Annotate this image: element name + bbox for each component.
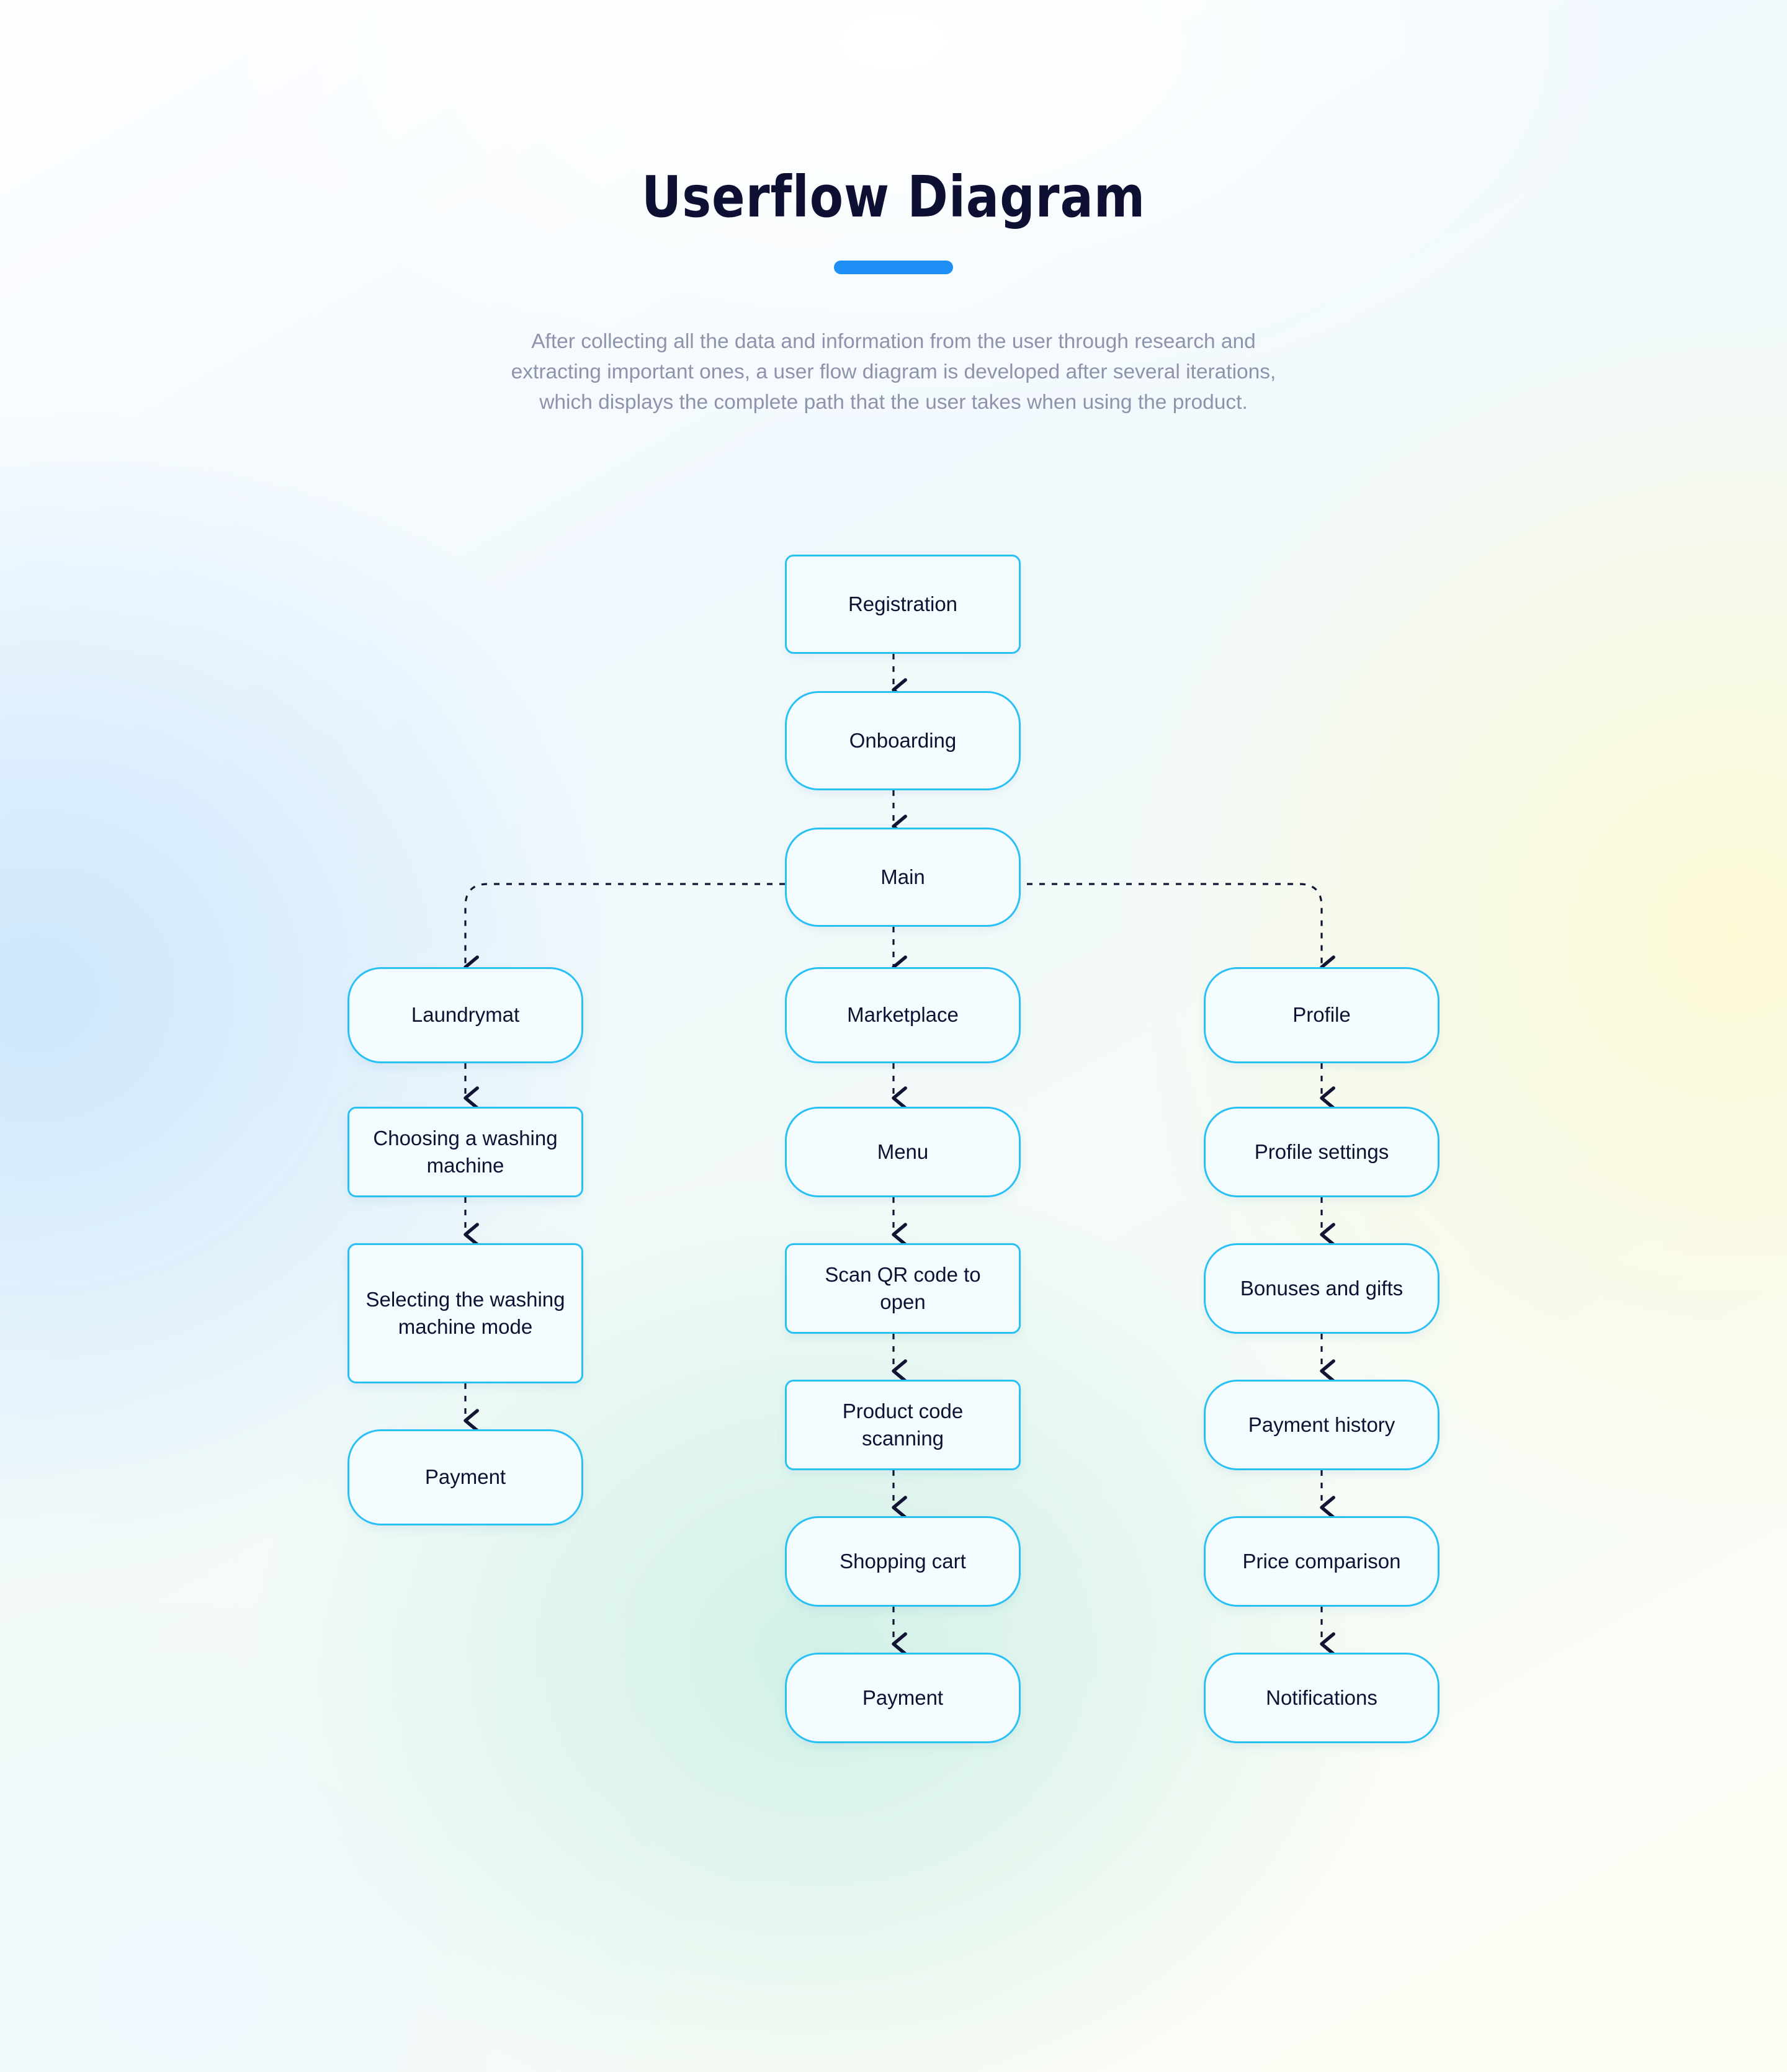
node-payment-left[interactable]: Payment <box>347 1429 583 1525</box>
node-label: Main <box>880 865 925 888</box>
page-title: Userflow Diagram <box>641 164 1146 230</box>
node-label: Profile settings <box>1254 1140 1389 1163</box>
edge-main-profile <box>1002 883 1335 979</box>
node-label: Laundrymat <box>411 1003 520 1027</box>
node-bonuses-and-gifts[interactable]: Bonuses and gifts <box>1204 1243 1440 1334</box>
node-label: Bonuses and gifts <box>1240 1276 1404 1300</box>
page-header: Userflow Diagram After collecting all th… <box>0 0 1787 418</box>
node-marketplace[interactable]: Marketplace <box>785 967 1021 1063</box>
edge-main-laundrymat <box>464 883 785 979</box>
node-registration[interactable]: Registration <box>785 555 1021 654</box>
node-label: Scan QR code to open <box>825 1262 981 1313</box>
node-label: Shopping cart <box>840 1549 966 1573</box>
node-label: Notifications <box>1266 1686 1377 1709</box>
node-label: Product code scanning <box>842 1399 964 1450</box>
node-label: Payment <box>862 1686 944 1709</box>
node-label: Registration <box>848 592 958 615</box>
title-underline-accent <box>834 261 953 274</box>
node-label: Payment <box>424 1465 506 1489</box>
node-label: Profile <box>1292 1003 1351 1027</box>
node-label: Price comparison <box>1242 1549 1401 1573</box>
node-onboarding[interactable]: Onboarding <box>785 691 1021 790</box>
node-label: Payment history <box>1248 1413 1395 1436</box>
intro-paragraph: After collecting all the data and inform… <box>511 330 1276 414</box>
node-shopping-cart[interactable]: Shopping cart <box>785 1516 1021 1607</box>
node-label: Marketplace <box>847 1003 959 1027</box>
node-scan-qr-code-to-open[interactable]: Scan QR code to open <box>785 1243 1021 1334</box>
node-price-comparison[interactable]: Price comparison <box>1204 1516 1440 1607</box>
node-laundrymat[interactable]: Laundrymat <box>347 967 583 1063</box>
node-notifications[interactable]: Notifications <box>1204 1653 1440 1743</box>
node-profile-settings[interactable]: Profile settings <box>1204 1107 1440 1197</box>
node-payment-history[interactable]: Payment history <box>1204 1380 1440 1470</box>
node-choosing-a-washing-machine[interactable]: Choosing a washing machine <box>347 1107 583 1197</box>
node-label: Selecting the washing machine mode <box>365 1287 565 1338</box>
node-label: Onboarding <box>849 728 957 752</box>
node-selecting-the-washing-machine-mode[interactable]: Selecting the washing machine mode <box>347 1243 583 1383</box>
node-label: Choosing a washing machine <box>373 1126 558 1177</box>
node-profile[interactable]: Profile <box>1204 967 1440 1063</box>
node-product-code-scanning[interactable]: Product code scanning <box>785 1380 1021 1470</box>
node-menu[interactable]: Menu <box>785 1107 1021 1197</box>
node-label: Menu <box>877 1140 929 1163</box>
node-payment-center[interactable]: Payment <box>785 1653 1021 1743</box>
node-main[interactable]: Main <box>785 828 1021 927</box>
